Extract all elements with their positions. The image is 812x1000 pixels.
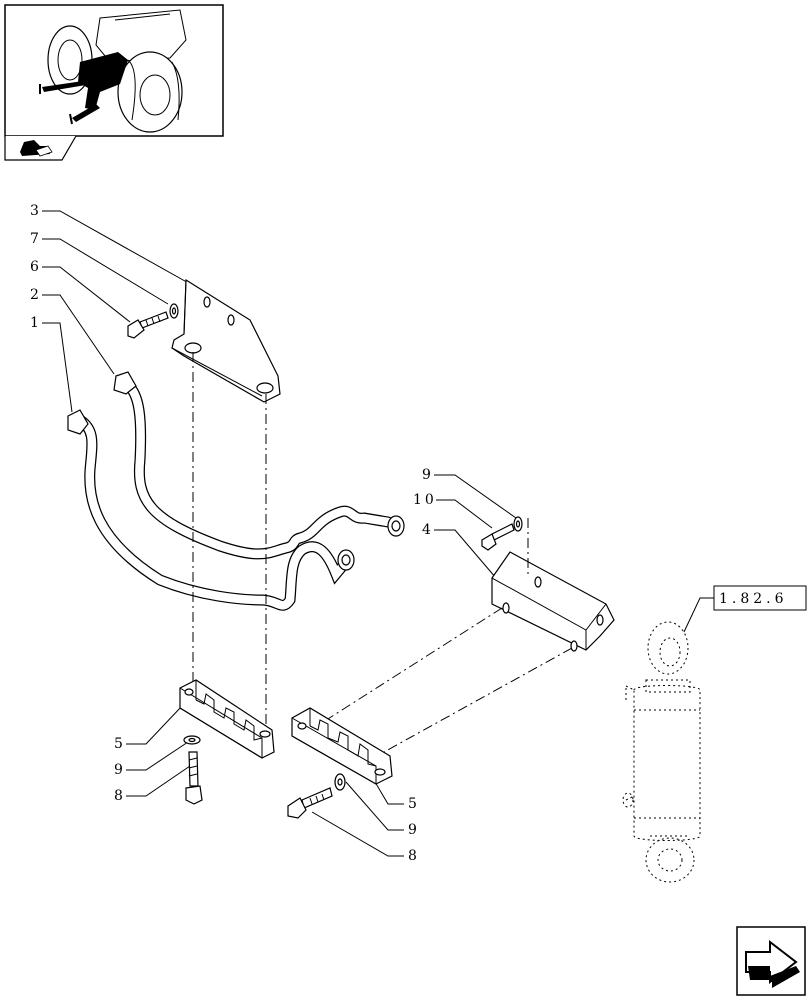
washer-part-7: [169, 303, 179, 319]
callout-3: 3: [30, 203, 193, 286]
callout-8-right-label: 8: [408, 848, 417, 864]
washer-part-9-top: [513, 516, 523, 532]
bolt-part-8-right: [287, 787, 333, 819]
callout-3-label: 3: [30, 203, 39, 219]
callout-6: 6: [30, 259, 131, 323]
assembly-line-right-a: [319, 607, 503, 725]
callout-5-right-label: 5: [408, 796, 417, 812]
washer-part-9-right: [334, 773, 346, 791]
callout-8-left: 8: [114, 765, 191, 804]
callout-2: 2: [30, 287, 115, 375]
pipe-part-1: [67, 409, 355, 611]
washer-part-9-left: [183, 735, 201, 745]
callout-9-right: 9: [345, 781, 417, 838]
callout-7: 7: [30, 231, 169, 305]
callout-4-label: 4: [422, 522, 431, 538]
reference-box-label: 1.82.6: [719, 591, 788, 607]
bracket-part-4: [491, 551, 615, 652]
tractor-section-icon[interactable]: [4, 135, 77, 161]
reference-box[interactable]: 1.82.6: [683, 585, 807, 633]
callout-4: 4: [422, 522, 497, 579]
callout-10-label: 10: [413, 492, 437, 508]
callout-1: 1: [30, 315, 73, 413]
assembly-line-right-b: [383, 647, 573, 753]
callout-8-left-label: 8: [114, 788, 123, 804]
hydraulic-cylinder: [622, 621, 701, 883]
callout-5-left-label: 5: [114, 736, 123, 752]
bolt-part-10: [481, 523, 515, 551]
callout-2-label: 2: [30, 287, 39, 303]
callout-1-label: 1: [30, 315, 39, 331]
callout-9-left-label: 9: [114, 762, 123, 778]
bolt-part-8-left: [185, 751, 203, 805]
tractor-overview-thumbnail[interactable]: [4, 4, 224, 137]
callout-9-right-label: 9: [408, 822, 417, 838]
clamp-part-5-right: [291, 707, 393, 785]
next-page-arrow-icon[interactable]: [736, 926, 806, 996]
callout-5-left: 5: [114, 705, 183, 752]
callout-9-top: 9: [422, 467, 517, 519]
callout-10: 10: [413, 492, 493, 529]
pipe-part-2: [113, 371, 405, 560]
callout-6-label: 6: [30, 259, 39, 275]
callout-9-left: 9: [114, 741, 189, 778]
callout-8-right: 8: [311, 811, 417, 864]
bracket-part-3: [171, 278, 281, 403]
clamp-part-5-left: [179, 679, 275, 759]
bolt-part-6: [127, 311, 169, 339]
callout-9-top-label: 9: [422, 467, 431, 483]
callout-7-label: 7: [30, 231, 39, 247]
